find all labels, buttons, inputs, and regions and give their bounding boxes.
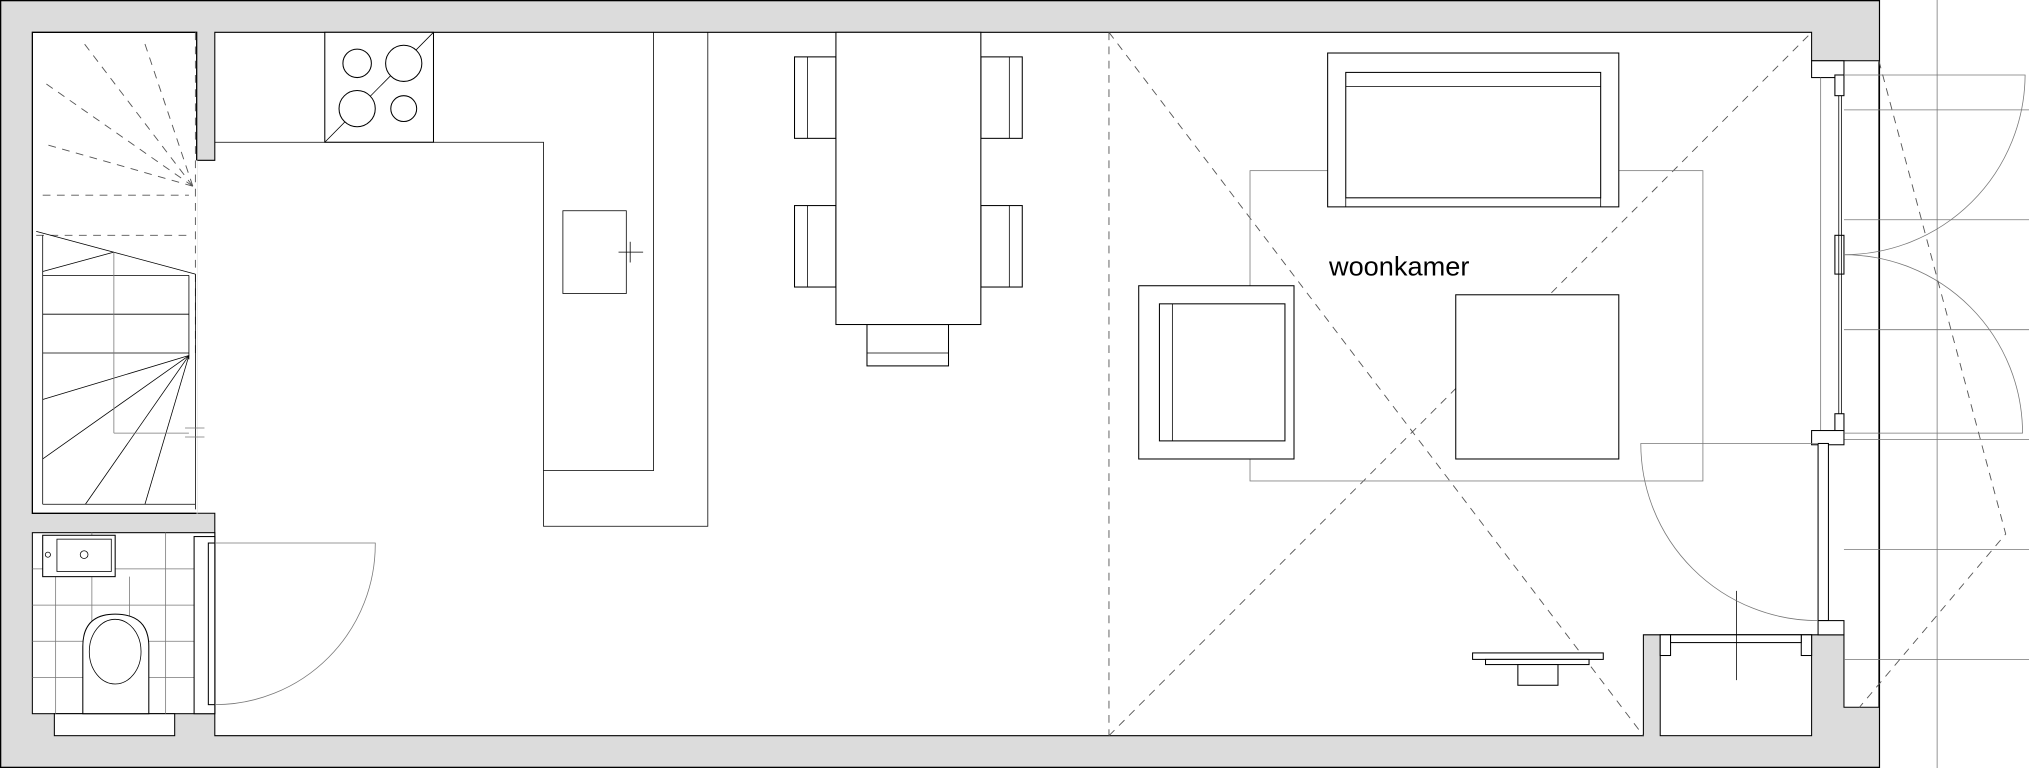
wc-niche <box>53 713 176 737</box>
tv-unit <box>1472 652 1604 686</box>
storage-floor <box>1659 634 1813 737</box>
coffee-table <box>1455 294 1620 460</box>
staircase <box>36 32 205 510</box>
terrace-tiles <box>1843 0 2029 768</box>
armchair <box>1138 285 1295 460</box>
dining-table <box>835 31 982 326</box>
kitchen <box>214 31 709 527</box>
wc <box>32 532 376 715</box>
door-swing-inner <box>1640 443 1819 621</box>
storage-cupboard <box>1659 590 1813 681</box>
stair-floor <box>32 32 198 514</box>
door-swing-top <box>1843 74 2026 256</box>
wc-door-swing <box>214 542 376 706</box>
terrace-strip <box>1880 0 2029 768</box>
stair-walls <box>31 31 198 514</box>
dining-set <box>794 31 1023 367</box>
door-swing-bottom <box>1843 254 2023 434</box>
toilet <box>82 613 150 715</box>
main-floor <box>196 31 1880 737</box>
sofa <box>1327 52 1620 208</box>
living-room: woonkamer <box>1108 32 1812 736</box>
washbasin <box>42 534 116 578</box>
room-label-woonkamer: woonkamer <box>1328 250 1469 281</box>
garden-doors <box>1640 60 2026 708</box>
